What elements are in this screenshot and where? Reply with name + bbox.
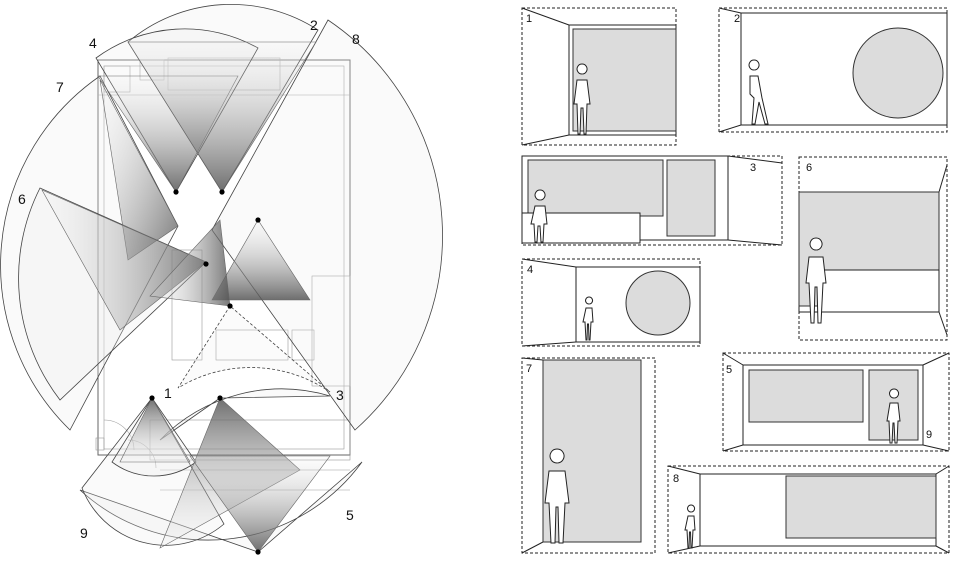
observer-dot [227,303,233,309]
view-panel-8: 8 [667,465,950,554]
view-label-5: 5 [726,364,732,376]
view-panel-6: 6 [798,156,948,341]
person-silhouette [748,59,769,125]
person-silhouette [582,296,594,341]
view-arc-3 [177,305,331,393]
view-arc-3b [159,388,331,441]
view-label-1: 1 [526,13,532,25]
observer-dot [255,217,261,223]
observer-dot [255,549,261,555]
plan-label-5: 5 [346,507,354,523]
observer-dot [203,261,209,267]
person-silhouette [573,63,591,135]
view-label-9: 9 [926,429,932,441]
round-artwork [852,27,944,119]
view-label-2: 2 [734,13,740,25]
view-cones [41,41,331,553]
person-silhouette [530,189,548,243]
view-cone-center [149,219,231,307]
plan-label-9: 9 [80,525,88,541]
person-silhouette [886,388,901,444]
round-artwork [625,270,691,336]
view-cone-5 [189,455,331,553]
person-silhouette [684,504,696,549]
plan-labels: 1 2 3 4 5 6 7 8 9 [18,17,360,541]
view-panel-1: 1 [521,7,677,146]
view-label-3: 3 [750,162,756,174]
plan-label-7: 7 [56,79,64,95]
plan-label-4: 4 [89,35,97,51]
plan-label-3: 3 [336,387,344,403]
person-silhouette [544,448,570,544]
observer-points [149,189,261,555]
view-cone-1 [119,397,191,463]
view-label-8: 8 [673,473,679,485]
person-silhouette [805,237,827,324]
floor-plan: 1 2 3 4 5 6 7 8 9 [0,3,443,555]
observer-dot [219,189,225,195]
view-panel-5: 5 9 [722,352,950,452]
observer-dot [217,395,223,401]
view-panel-4: 4 [521,258,701,347]
observer-dot [149,395,155,401]
view-label-4: 4 [527,264,533,276]
view-label-7: 7 [526,363,532,375]
view-cone-8 [211,219,311,301]
plan-label-6: 6 [18,191,26,207]
view-cone-2 [127,41,317,193]
observer-dot [173,189,179,195]
view-arc-8 [211,19,443,431]
view-panel-7: 7 [521,357,656,554]
view-panel-3: 3 [521,155,783,246]
plan-label-8: 8 [352,31,360,47]
plan-label-1: 1 [164,385,172,401]
view-panel-2: 2 [718,7,948,133]
view-arc-5 [79,461,363,553]
view-label-6: 6 [806,162,812,174]
plan-label-2: 2 [310,17,318,33]
